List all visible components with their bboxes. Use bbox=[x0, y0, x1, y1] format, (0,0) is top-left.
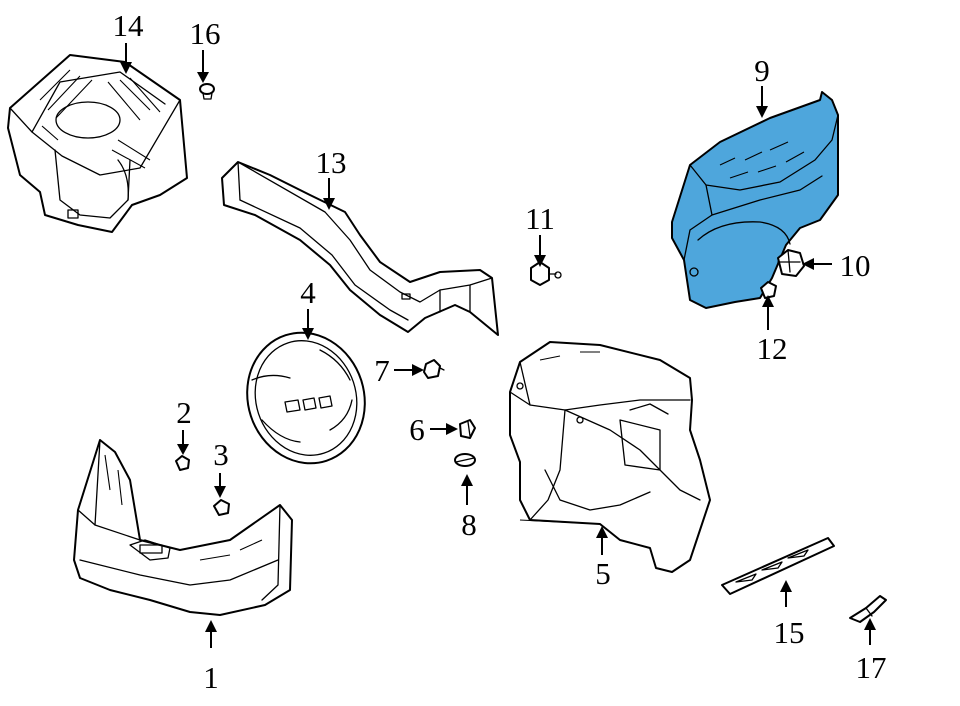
callout-13: 13 bbox=[316, 145, 347, 180]
callout-14: 14 bbox=[113, 8, 145, 43]
part-14-storage-tub bbox=[7, 54, 188, 233]
callout-4: 4 bbox=[300, 275, 316, 310]
leader-lines bbox=[120, 43, 876, 648]
callout-6: 6 bbox=[409, 412, 425, 447]
callout-1: 1 bbox=[203, 660, 219, 695]
callout-12: 12 bbox=[757, 331, 788, 366]
callout-11: 11 bbox=[525, 201, 555, 236]
part-10-retainer bbox=[777, 249, 805, 277]
callout-8: 8 bbox=[461, 507, 477, 542]
callout-9: 9 bbox=[754, 53, 770, 88]
part-15-scuff-plate bbox=[721, 537, 835, 595]
part-11-clip bbox=[530, 261, 562, 286]
part-7-fastener bbox=[423, 359, 445, 379]
part-13-rail-bracket bbox=[221, 161, 499, 336]
part-17-bracket bbox=[849, 595, 887, 623]
part-16-push-pin bbox=[199, 83, 215, 100]
callout-3: 3 bbox=[213, 437, 229, 472]
callout-15: 15 bbox=[774, 615, 805, 650]
callout-5: 5 bbox=[595, 556, 611, 591]
part-1-front-panel bbox=[73, 439, 293, 616]
callout-labels: 1 2 3 4 5 6 7 8 9 10 11 12 13 14 15 16 1… bbox=[113, 8, 887, 695]
part-8-cap bbox=[454, 453, 476, 467]
part-6-fastener bbox=[459, 419, 476, 439]
part-5-trunk-liner bbox=[509, 341, 711, 573]
callout-17: 17 bbox=[856, 650, 887, 685]
callout-2: 2 bbox=[176, 395, 192, 430]
part-3-fastener bbox=[213, 499, 230, 516]
callout-10: 10 bbox=[840, 248, 871, 283]
part-9-wheelhouse-liner bbox=[671, 91, 839, 309]
part-4-tire-cover bbox=[246, 331, 366, 465]
part-2-fastener bbox=[175, 455, 190, 471]
callout-16: 16 bbox=[190, 16, 221, 51]
callout-7: 7 bbox=[374, 353, 390, 388]
part-12-nut-clip bbox=[760, 281, 777, 299]
